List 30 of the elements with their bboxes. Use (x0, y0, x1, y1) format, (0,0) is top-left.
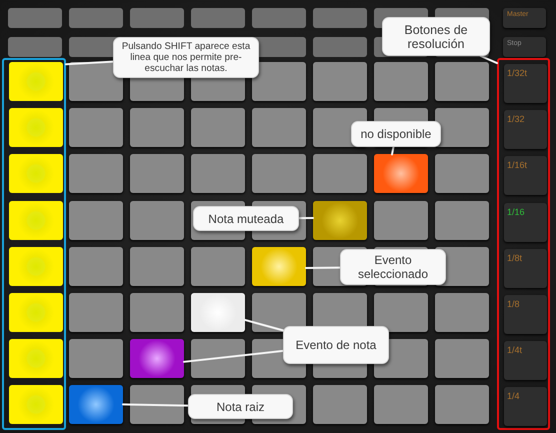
resolution-button: 1/4t (504, 341, 547, 380)
leader-line (298, 217, 314, 220)
leader-line (183, 350, 284, 363)
leader-line (244, 318, 284, 332)
resolution-button: 1/4 (504, 387, 547, 426)
resolution-button: 1/32t (504, 64, 547, 103)
leader-line (65, 60, 114, 66)
resolution-button: 1/8t (504, 248, 547, 288)
lit-pad (69, 385, 123, 424)
leader-line (480, 55, 498, 64)
callout-bubble: Evento de nota (283, 326, 389, 364)
resolution-button: 1/16t (504, 156, 547, 196)
leader-line (391, 146, 394, 156)
resolution-button: 1/32 (504, 110, 547, 150)
callout-bubble: Evento seleccionado (340, 249, 446, 285)
callout-bubble: Pulsando SHIFT aparece esta linea que nos permite pre-escuchar las notas. (113, 37, 259, 78)
lit-pad (130, 339, 184, 378)
lit-pad (191, 293, 245, 332)
highlight-frame (2, 58, 66, 430)
callout-bubble: no disponible (351, 121, 441, 147)
leader-line (122, 403, 189, 407)
lit-pad (252, 246, 306, 286)
leader-line (305, 266, 341, 269)
resolution-button: 1/8 (504, 295, 547, 334)
lit-pad (313, 200, 367, 240)
callout-bubble: Nota muteada (193, 206, 299, 231)
highlight-frame (497, 58, 550, 430)
resolution-button: 1/16 (504, 202, 547, 242)
lit-pad (374, 154, 428, 194)
callout-bubble: Nota raiz (188, 394, 293, 419)
